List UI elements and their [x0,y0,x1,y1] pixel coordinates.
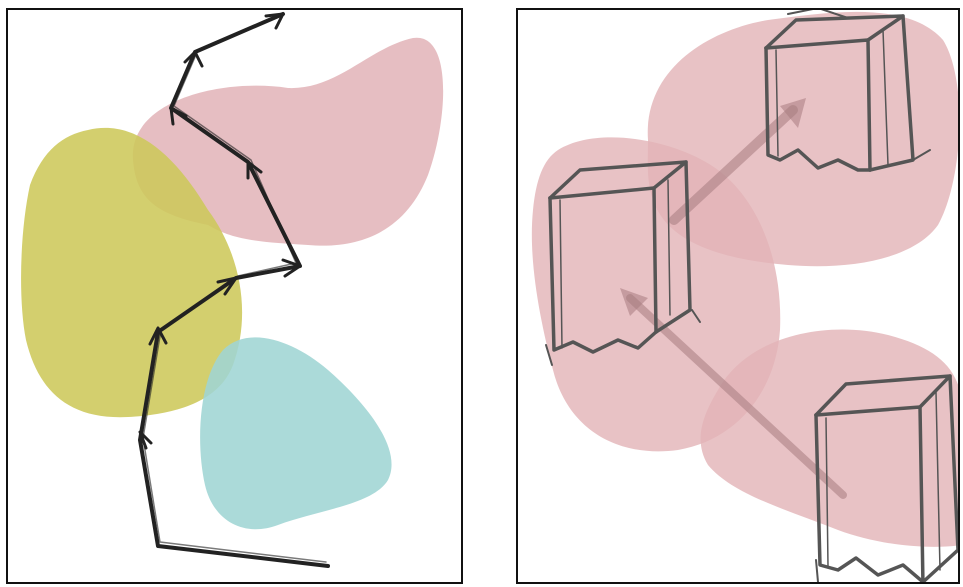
right-diagram-panel [516,8,960,584]
left-diagram-panel [6,8,463,584]
left-diagram-svg [8,10,463,584]
teal-region [200,337,391,529]
right-diagram-svg [518,10,960,584]
